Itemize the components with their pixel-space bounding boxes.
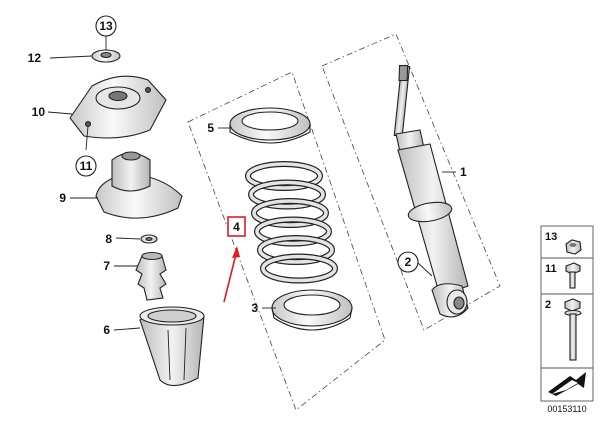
- part-9-upper-seat: [95, 151, 183, 219]
- leader-lines: [47, 36, 456, 331]
- callout-10: 10: [32, 105, 46, 119]
- part-8-washer: [140, 234, 158, 244]
- spring-coil-highlight: [252, 199, 328, 227]
- nut-icon: [565, 239, 582, 255]
- legend-label-13: 13: [545, 231, 557, 243]
- legend-label-11: 11: [545, 263, 557, 275]
- callout-13: 13: [95, 15, 117, 37]
- direction-arrow-icon: [545, 372, 589, 396]
- diagram-code: 00153110: [547, 404, 586, 414]
- part-7-bump-stop: [135, 251, 167, 301]
- callout-2: 2: [397, 251, 419, 273]
- legend-label-2: 2: [545, 299, 551, 311]
- highlight-arrow: [223, 246, 240, 303]
- svg-text:2: 2: [405, 255, 412, 269]
- hardware-legend: 13 11 2: [540, 225, 594, 402]
- part-3-lower-spring-pad: [271, 289, 353, 331]
- spring-coil-highlight: [249, 180, 325, 209]
- part-1-shock-absorber: [393, 64, 469, 318]
- callout-1: 1: [460, 165, 467, 179]
- callout-6: 6: [103, 323, 110, 337]
- callout-9: 9: [59, 191, 66, 205]
- svg-text:11: 11: [80, 159, 93, 173]
- callout-8: 8: [105, 232, 112, 246]
- callout-7: 7: [103, 259, 110, 273]
- bolt-small-icon: [565, 262, 581, 289]
- svg-text:13: 13: [99, 19, 113, 33]
- part-10-strut-mount: [69, 75, 167, 139]
- strut-group-frame: [321, 33, 501, 331]
- callout-12: 12: [28, 51, 42, 65]
- callout-11: 11: [75, 155, 97, 177]
- callout-5: 5: [207, 121, 214, 135]
- part-13-washer: [91, 49, 121, 63]
- bolt-long-icon: [564, 298, 582, 361]
- callout-3: 3: [251, 301, 258, 315]
- spring-group-frame: [187, 71, 386, 411]
- part-4-coil-spring: [245, 161, 338, 284]
- spring-coil-highlight: [261, 254, 337, 283]
- spring-coil-highlight: [258, 236, 334, 264]
- svg-text:4: 4: [233, 220, 240, 234]
- spring-coil-highlight: [255, 217, 331, 246]
- part-6-dust-boot: [139, 306, 205, 387]
- part-5-upper-spring-pad: [229, 107, 311, 144]
- callout-4-highlighted: 4: [227, 216, 246, 237]
- spring-coil-highlight: [246, 162, 322, 190]
